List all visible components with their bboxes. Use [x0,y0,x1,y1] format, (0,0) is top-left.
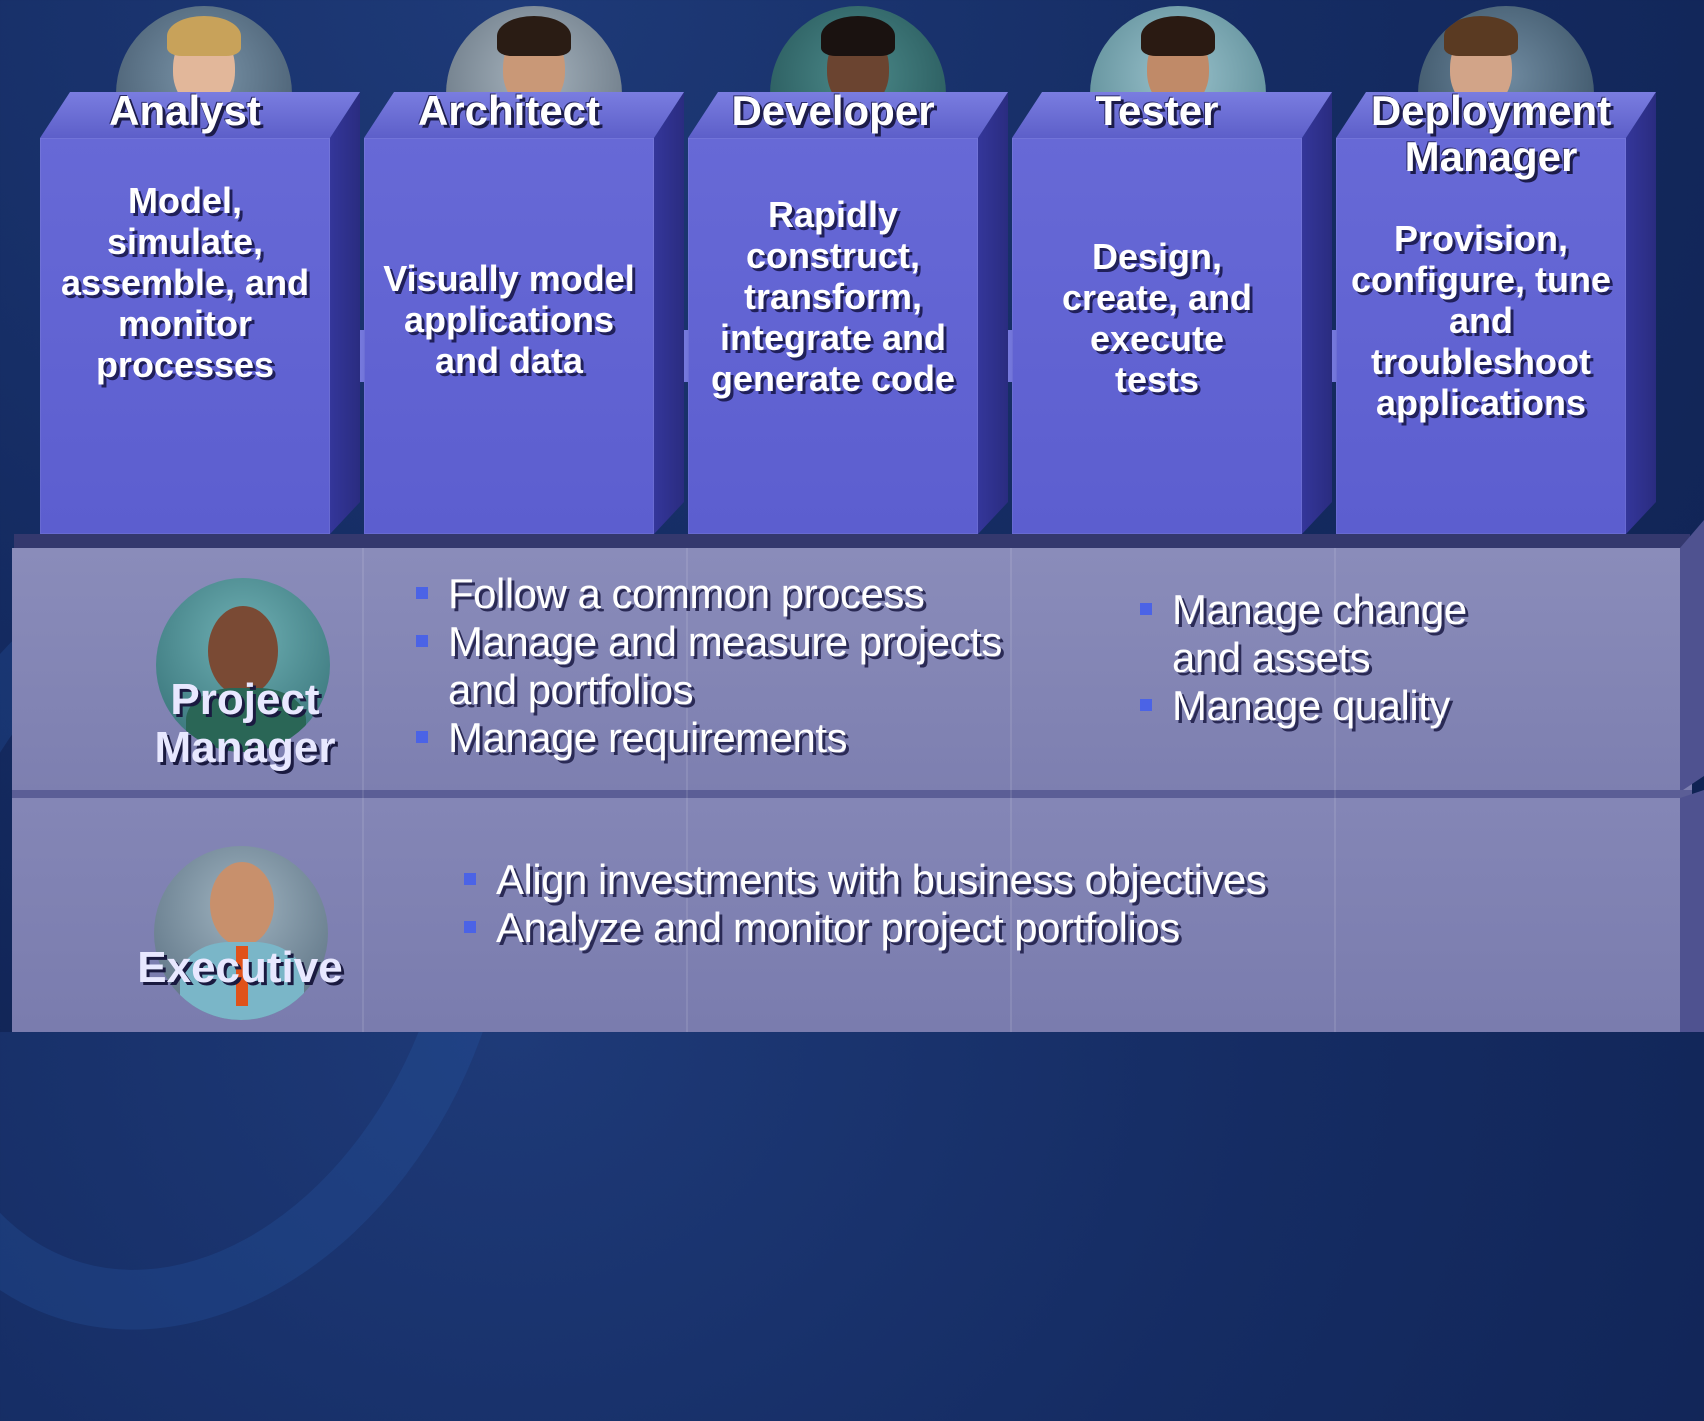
avatar-body [186,688,306,752]
role-description-deployment-manager: Provision, configure, tune and troublesh… [1351,218,1611,423]
grid-line [1334,548,1336,1032]
column-side [654,92,684,534]
role-title-architect: Architect [417,87,601,134]
role-title-analyst: Analyst [109,87,261,134]
column-side [1626,92,1656,534]
project-manager-bullets-left: Follow a common process Manage and measu… [414,570,1054,762]
column-front [1336,138,1626,534]
executive-avatar [154,846,328,1020]
column-front [40,138,330,534]
avatar-hair [497,16,571,56]
project-manager-avatar [156,578,330,752]
bullet-item: Manage requirements [414,714,1054,762]
column-side [330,92,360,534]
bullet-square-icon [416,731,428,743]
bullet-item: Follow a common process [414,570,1054,618]
column-top [1012,92,1332,138]
avatar-face [208,606,278,696]
column-side [1302,92,1332,534]
project-manager-title: Project Manager [154,675,336,772]
column-front [688,138,978,534]
platform-top-edge [14,534,1690,548]
grid-line [1010,548,1012,1032]
column-front [1012,138,1302,534]
bullet-item: Manage change and assets [1138,586,1478,682]
column-top [1336,92,1656,138]
executive-platform-side [1680,790,1704,1032]
grid-line [362,548,364,1032]
role-description-developer: Rapidly construct, transform, integrate … [710,194,956,399]
bullet-square-icon [1140,603,1152,615]
role-description-architect: Visually model applications and data [383,258,635,381]
role-column-developer: Developer Rapidly construct, transform, … [688,6,1008,534]
role-title-tester: Tester [1095,87,1219,134]
bullet-square-icon [416,635,428,647]
role-description-tester: Design, create, and execute tests [1061,236,1253,400]
bullet-item: Align investments with business objectiv… [462,856,1462,904]
role-description-analyst: Model, simulate, assemble, and monitor p… [60,180,310,385]
avatar-hair [1141,16,1215,56]
role-column-analyst: Analyst Model, simulate, assemble, and m… [40,6,360,534]
column-side [978,92,1008,534]
executive-title: Executive [137,943,343,992]
role-column-tester: Tester Design, create, and execute tests [1012,6,1332,534]
project-manager-platform-side [1680,520,1704,792]
avatar-hair [821,16,895,56]
column-front [364,138,654,534]
role-title-deployment-manager: Deployment Manager [1370,87,1612,180]
role-column-deployment-manager: Deployment Manager Provision, configure,… [1336,6,1656,534]
avatar-hair [167,16,241,56]
bullet-item: Manage quality [1138,682,1478,730]
bullet-square-icon [464,921,476,933]
column-top [40,92,360,138]
bullet-square-icon [416,587,428,599]
role-title-developer: Developer [731,87,935,134]
bullet-item: Manage and measure projects and portfoli… [414,618,1054,714]
bullet-item: Analyze and monitor project portfolios [462,904,1462,952]
executive-bullets: Align investments with business objectiv… [462,856,1462,952]
column-top [688,92,1008,138]
column-top [364,92,684,138]
bullet-square-icon [1140,699,1152,711]
avatar-face [210,862,274,946]
grid-line [686,548,688,1032]
role-column-architect: Architect Visually model applications an… [364,6,684,534]
tie-shape [236,946,248,1006]
avatar-hair [1444,16,1519,56]
bullet-square-icon [464,873,476,885]
project-manager-bullets-right: Manage change and assets Manage quality [1138,586,1478,730]
platform-divider [12,790,1692,798]
